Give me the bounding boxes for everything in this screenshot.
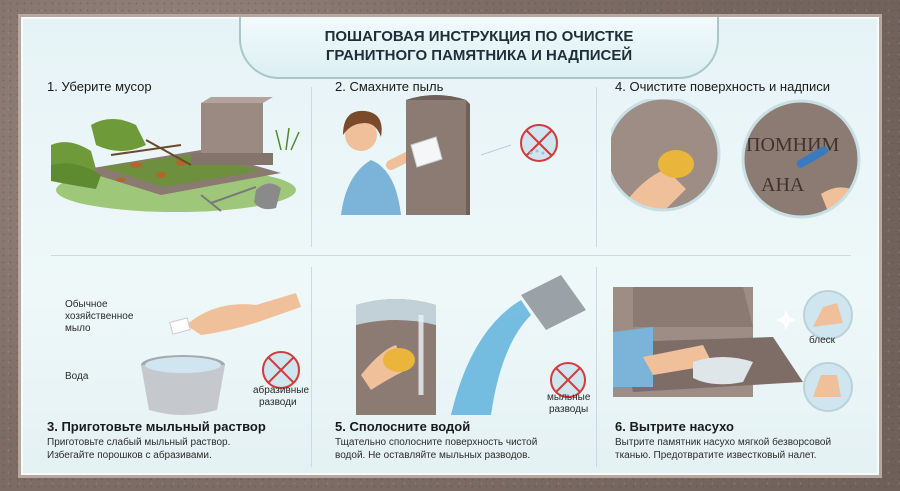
soap-streaks-label-2: разводы <box>549 404 589 415</box>
water-label: Вода <box>65 371 89 382</box>
soap-streaks-label-1: мыльные <box>547 392 591 403</box>
step-5-desc-2: водой. Не оставляйте мыльных разводов. <box>335 450 531 461</box>
shine-label: блеск <box>809 335 836 346</box>
step-6-desc-1: Вытрите памятник насухо мягкой безворсов… <box>615 437 832 448</box>
soap-label-1: Обычное <box>65 299 108 310</box>
surface-cleaning-illustration: ПОМНИМ АНА <box>611 99 861 219</box>
divider-h <box>51 255 851 256</box>
title-line-2: ГРАНИТНОГО ПАМЯТНИКА И НАДПИСЕЙ <box>325 47 633 64</box>
divider-v2 <box>596 87 597 247</box>
title-banner: ПОШАГОВАЯ ИНСТРУКЦИЯ ПО ОЧИСТКЕ ГРАНИТНО… <box>239 17 719 79</box>
abrasive-label-1: абразивные <box>253 385 310 396</box>
divider-v1 <box>311 87 312 247</box>
step-1-title: 1. Уберите мусор <box>47 79 152 94</box>
step-4-title: 4. Очистите поверхность и надписи <box>615 79 830 94</box>
step-6-desc-2: тканью. Предотвратите известковый налет. <box>615 450 817 461</box>
dry-wipe-illustration <box>613 287 853 412</box>
step-2-title: 2. Смахните пыль <box>335 79 444 94</box>
divider-v3 <box>311 267 312 467</box>
abrasive-label-2: разводи <box>259 397 297 408</box>
soap-label-2: хозяйственное <box>65 311 134 322</box>
step-3-desc-2: Избегайте порошков с абразивами. <box>47 450 212 461</box>
dust-wiping-illustration <box>341 95 558 215</box>
debris-removal-illustration <box>51 97 300 212</box>
step-5-desc-1: Тщательно сполосните поверхность чистой <box>335 437 538 448</box>
step-6-title: 6. Вытрите насухо <box>615 419 734 434</box>
rinse-illustration <box>356 275 586 415</box>
step-3-desc-1: Приготовьте слабый мыльный раствор. <box>47 437 231 448</box>
title-line-1: ПОШАГОВАЯ ИНСТРУКЦИЯ ПО ОЧИСТКЕ <box>324 28 634 45</box>
instruction-panel: ПОШАГОВАЯ ИНСТРУКЦИЯ ПО ОЧИСТКЕ ГРАНИТНО… <box>18 14 882 478</box>
soap-label-3: мыло <box>65 323 91 334</box>
soap-solution-illustration <box>141 293 301 415</box>
engraving-text-2: АНА <box>761 174 805 196</box>
divider-v4 <box>596 267 597 467</box>
step-3-title: 3. Приготовьте мыльный раствор <box>47 419 266 434</box>
step-5-title: 5. Сполосните водой <box>335 419 471 434</box>
